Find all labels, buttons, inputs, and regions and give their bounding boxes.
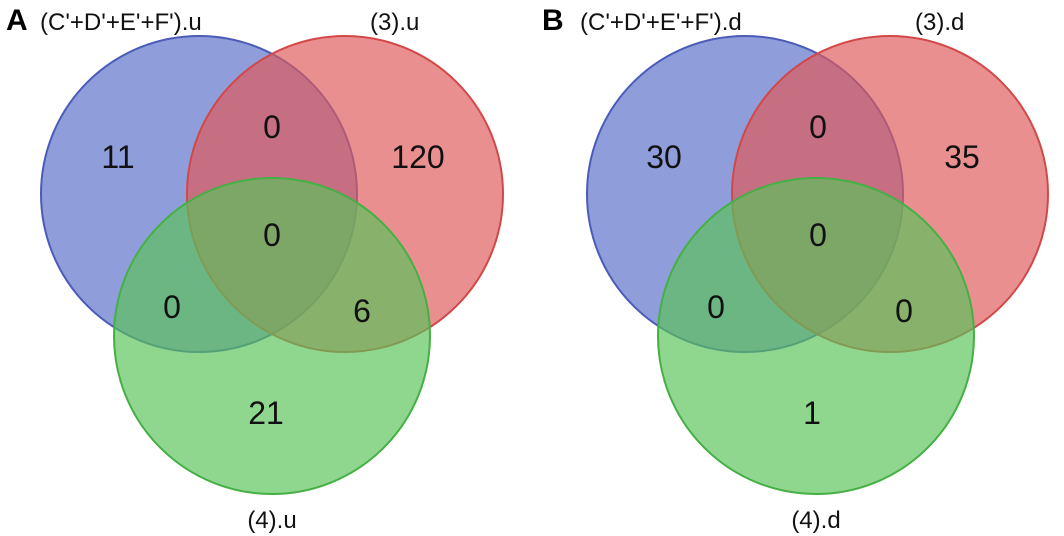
panel-b-count-s12: 0 [809,109,827,145]
panel-a-letter: A [6,4,28,37]
panel-a-set3-circle [113,177,431,495]
panel-a-count-only1: 11 [101,139,134,175]
panel-a-count-s123: 0 [263,217,281,253]
panel-b-count-s13: 0 [707,289,725,325]
panel-a-count-s13: 0 [163,289,181,325]
panel-a-count-s23: 6 [353,293,371,329]
panel-b-set1-label: (C'+D'+E'+F').d [580,9,742,36]
panel-b-set3-circle [657,177,975,495]
panel-a-set3-label: (4).u [247,507,296,534]
panel-b-set3-label: (4).d [791,507,840,534]
panel-b-count-s23: 0 [895,293,913,329]
panel-b-count-s123: 0 [809,217,827,253]
panel-a-count-s12: 0 [263,109,281,145]
venn-panel-b: B (C'+D'+E'+F').d (3).d (4).d 30 35 1 0 … [542,4,1049,534]
panel-a-set1-label: (C'+D'+E'+F').u [40,9,202,36]
panel-b-set2-label: (3).d [915,9,964,36]
panel-b-count-only3: 1 [803,395,821,431]
panel-a-count-only3: 21 [248,395,284,431]
panel-b-count-only2: 35 [944,139,980,175]
panel-b-count-only1: 30 [646,139,682,175]
panel-a-count-only2: 120 [391,139,444,175]
panel-b-letter: B [542,4,564,37]
panel-a-set2-label: (3).u [370,9,419,36]
venn-panel-a: A (C'+D'+E'+F').u (3).u (4).u 11 120 21 … [6,4,504,534]
